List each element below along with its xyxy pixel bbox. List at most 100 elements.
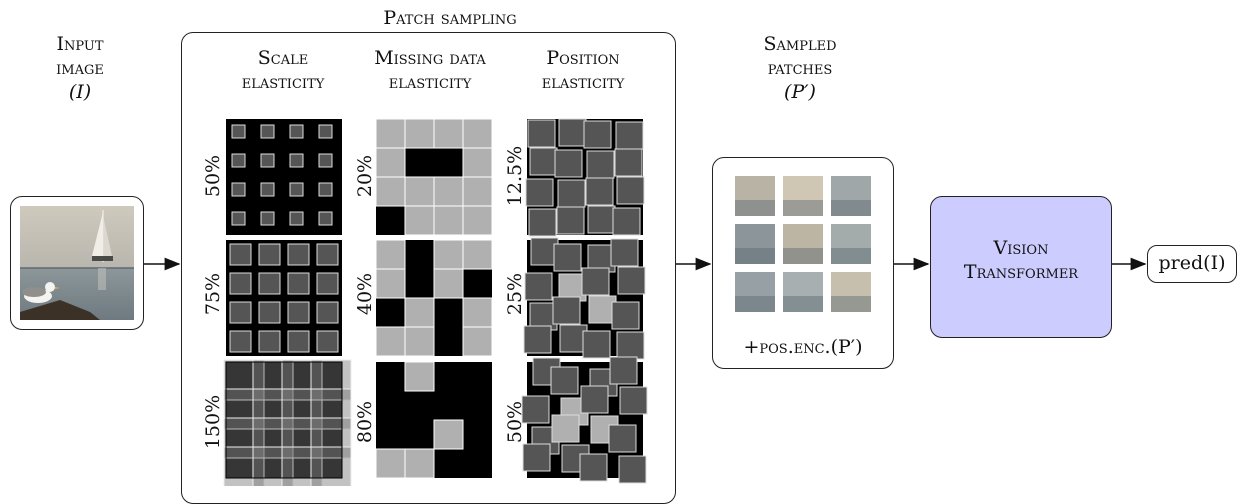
scale-150-patch — [252, 388, 294, 430]
prediction-box — [1147, 245, 1237, 283]
position-patch — [586, 150, 615, 179]
scale-50-patch — [289, 182, 304, 197]
scale-75-patch — [258, 330, 281, 353]
scale-50-patch — [318, 211, 333, 226]
vision-transformer-label: Vision Transformer — [930, 236, 1112, 284]
prediction-label: pred(I) — [1158, 252, 1226, 274]
sampled-subtitle: patches — [767, 57, 833, 79]
scale-75-patch — [258, 243, 281, 266]
position-patch — [582, 330, 611, 359]
missing-patch — [462, 239, 493, 270]
scale-75-patch — [258, 272, 281, 295]
sampled-patch-water — [735, 296, 775, 312]
col-header-scale-line2: elasticity — [241, 71, 325, 93]
col-header-position: Position elasticity — [508, 46, 658, 94]
position-patch — [608, 424, 637, 453]
scale-150-border — [225, 361, 343, 479]
position-patch — [553, 243, 582, 272]
sampled-patch-thumbnails — [735, 176, 871, 312]
missing-patch — [404, 448, 435, 479]
scale-150-patch — [310, 446, 352, 486]
scale-150-panel — [226, 362, 342, 478]
scale-50-patch — [260, 124, 275, 139]
scale-150-patch — [310, 359, 352, 401]
scale-75-patch — [229, 330, 252, 353]
scale-75-patch — [316, 301, 339, 324]
position-patch — [522, 443, 551, 472]
position-patch — [614, 148, 643, 177]
scale-150-patch — [223, 417, 265, 459]
missing-patch — [433, 118, 464, 149]
missing-patch — [404, 326, 435, 357]
input-title: Input — [56, 33, 104, 55]
sampled-patch — [735, 272, 775, 312]
col-header-position-line2: elasticity — [541, 71, 625, 93]
patch-sampling-title: Patch sampling — [383, 7, 517, 29]
vision-transformer-line1: Vision — [993, 237, 1049, 259]
position-patch — [581, 267, 610, 296]
scale-75-patch — [316, 243, 339, 266]
missing-patch — [404, 205, 435, 236]
position-patch — [557, 179, 586, 208]
scale-150-patch — [223, 359, 265, 401]
col-header-scale: Scale elasticity — [218, 46, 348, 94]
position-patch — [528, 208, 557, 237]
scale-75-patch — [287, 243, 310, 266]
sampled-patch — [735, 176, 775, 216]
position-patch — [580, 385, 609, 414]
position-patch — [617, 266, 646, 295]
scale-50-patch — [231, 153, 246, 168]
position-patch — [610, 238, 639, 267]
missing-patch — [404, 297, 435, 328]
position-patch — [612, 207, 641, 236]
scale-75-patch — [229, 243, 252, 266]
sampled-patch-water — [831, 248, 871, 264]
scale-75-patch — [258, 301, 281, 324]
sampled-patch-water — [783, 248, 823, 264]
input-subtitle: image — [56, 57, 104, 79]
position-patch — [525, 178, 554, 207]
sampled-patch-water — [735, 200, 775, 216]
scale-50-patch — [231, 124, 246, 139]
scale-50-patch — [231, 182, 246, 197]
pos-enc-label: +pos.enc.(P′) — [743, 336, 863, 358]
position-patch — [619, 386, 648, 415]
missing-patch — [375, 268, 406, 299]
scale-50-patch — [289, 211, 304, 226]
sampled-symbol: (P′) — [784, 81, 816, 103]
position-patch — [616, 176, 645, 205]
sampled-patch — [831, 224, 871, 264]
scale-150-patch — [281, 417, 323, 459]
position-patch — [579, 453, 608, 482]
position-patch — [527, 119, 556, 148]
position-patch — [587, 205, 616, 234]
scale-150-patch — [252, 446, 294, 486]
sampled-patch-water — [831, 296, 871, 312]
position-patch — [554, 149, 583, 178]
position-patch — [552, 296, 581, 325]
scale-50-patch — [289, 124, 304, 139]
scale-75-patch — [229, 301, 252, 324]
scale-150-patch — [223, 388, 265, 430]
input-title-block: Input image (I) — [20, 32, 140, 104]
sampled-patch — [783, 224, 823, 264]
col-header-missing-line2: elasticity — [388, 71, 472, 93]
sampled-patch — [831, 272, 871, 312]
position-patch — [616, 331, 645, 360]
position-patch — [523, 325, 552, 354]
scale-75-patch — [287, 330, 310, 353]
sampled-patch — [735, 224, 775, 264]
vision-transformer-line2: Transformer — [963, 261, 1079, 283]
scale-150-patch — [310, 388, 352, 430]
patch-grids — [223, 118, 648, 486]
sampled-patch — [783, 272, 823, 312]
position-patch — [550, 366, 579, 395]
missing-patch — [462, 326, 493, 357]
missing-patch — [404, 176, 435, 207]
missing-patch — [433, 268, 464, 299]
scale-75-patch — [316, 272, 339, 295]
position-patch — [585, 177, 614, 206]
sampled-patch-water — [831, 200, 871, 216]
input-symbol: (I) — [68, 81, 92, 103]
missing-patch — [404, 361, 435, 392]
